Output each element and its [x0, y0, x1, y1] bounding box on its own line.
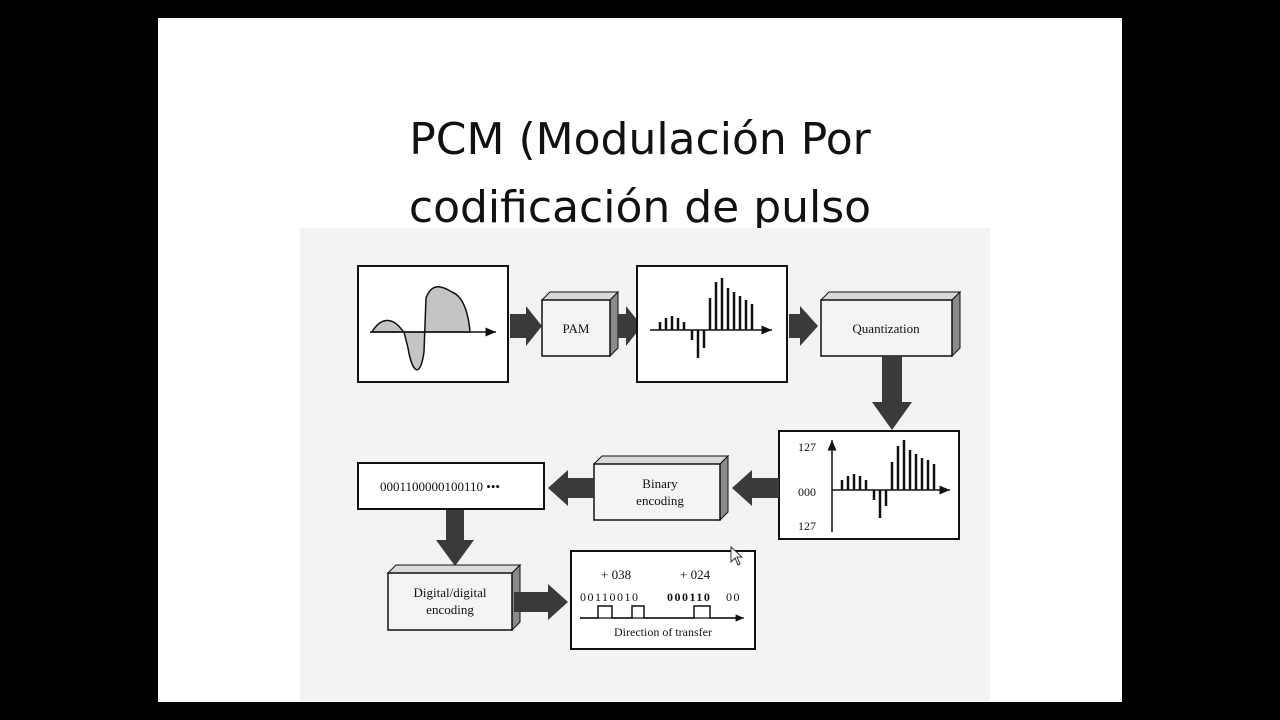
- quantization-label: Quantization: [852, 321, 920, 336]
- code-value-1: + 038: [601, 567, 631, 582]
- slide-title: PCM (Modulación Por codificación de puls…: [158, 106, 1122, 228]
- pam-samples-box: [636, 265, 788, 383]
- pam-sample-bars: [658, 278, 754, 358]
- title-area: PCM (Modulación Por codificación de puls…: [158, 18, 1122, 228]
- analog-waveform: [370, 286, 471, 371]
- quantized-samples-box: 127 000 127: [778, 430, 960, 540]
- scale-bottom-label: 127: [798, 519, 816, 533]
- title-line-2: codificación de pulso: [408, 182, 872, 228]
- digital-encoding-block: Digital/digital encoding: [386, 563, 522, 632]
- digital-pulse-waveform: [580, 605, 742, 619]
- digital-signal-box: + 038 + 024 00110010 000110 00 Direction…: [570, 550, 756, 650]
- scale-top-label: 127: [798, 440, 816, 454]
- pam-block: PAM: [540, 290, 620, 358]
- arrow-to-digital-signal: [514, 584, 568, 620]
- analog-signal-box: [357, 265, 509, 383]
- arrow-down-to-quantized: [872, 356, 912, 430]
- binary-encoding-label-1: Binary: [642, 476, 678, 491]
- binary-encoding-block: Binary encoding: [592, 454, 730, 522]
- bitstream-box: 0001100000100110 •••: [357, 462, 545, 510]
- scale-mid-label: 000: [798, 485, 816, 499]
- arrow-to-binary-encoding: [732, 470, 779, 506]
- arrow-to-bitstream: [548, 470, 594, 506]
- arrow-to-samples: [618, 306, 642, 346]
- quantized-sample-bars: [840, 440, 936, 518]
- digital-encoding-label-2: encoding: [426, 602, 474, 617]
- binary-encoding-label-2: encoding: [636, 493, 684, 508]
- direction-label: Direction of transfer: [614, 625, 712, 639]
- bit-sequence-1: 00110010: [580, 590, 640, 604]
- arrow-down-to-digital-encoding: [436, 510, 474, 566]
- arrow-to-pam: [510, 306, 542, 346]
- code-value-2: + 024: [680, 567, 711, 582]
- digital-encoding-label-1: Digital/digital: [414, 585, 487, 600]
- bit-sequence-2: 000110: [667, 590, 711, 604]
- bitstream-text: 0001100000100110 •••: [380, 479, 500, 494]
- arrow-to-quantization: [789, 306, 818, 346]
- mouse-pointer-icon: [730, 545, 744, 566]
- quantization-block: Quantization: [819, 290, 962, 358]
- pam-label: PAM: [563, 321, 590, 336]
- bit-sequence-3: 00: [726, 590, 741, 604]
- title-line-1: PCM (Modulación Por: [409, 114, 871, 165]
